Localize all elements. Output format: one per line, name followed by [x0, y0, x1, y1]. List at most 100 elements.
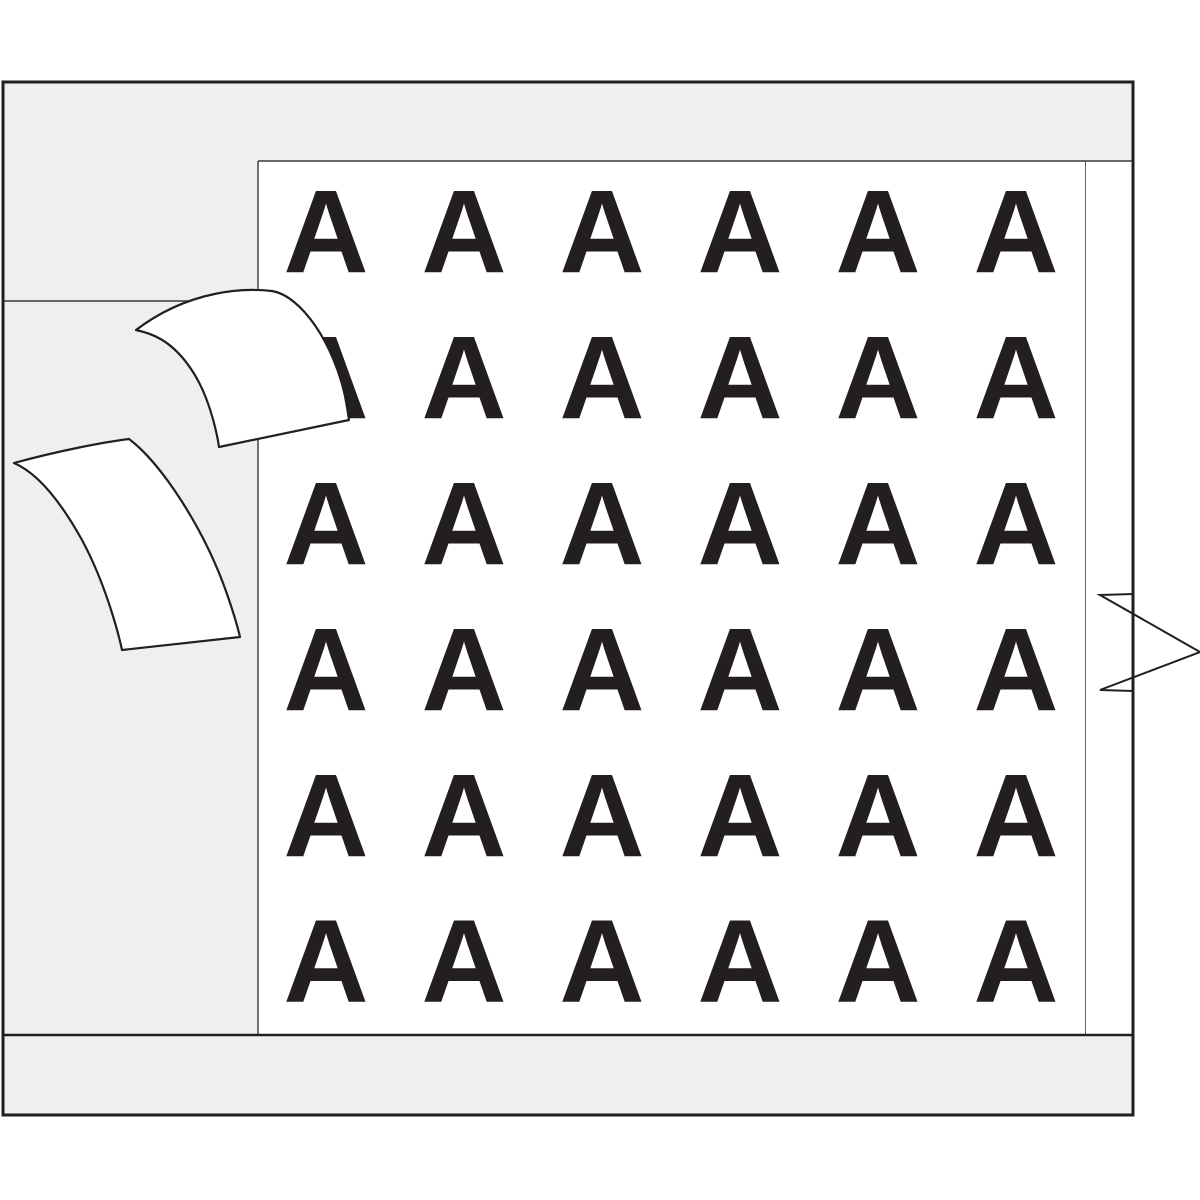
- label-face: [533, 306, 671, 452]
- label-face: [947, 306, 1085, 452]
- label-face: [533, 598, 671, 744]
- label-cell[interactable]: A: [671, 306, 809, 452]
- label-letter: A: [697, 750, 782, 882]
- label-face: [671, 744, 809, 890]
- label-cell[interactable]: A: [809, 452, 947, 598]
- label-letter: A: [973, 166, 1058, 298]
- peeled-label-2[interactable]: [12, 437, 242, 652]
- label-cell[interactable]: A: [257, 452, 395, 598]
- backing-step-mask: [4, 83, 1132, 1034]
- label-face: [257, 160, 395, 306]
- label-face: [395, 160, 533, 306]
- label-face: [809, 452, 947, 598]
- label-face: [947, 160, 1085, 306]
- label-cell[interactable]: A: [257, 598, 395, 744]
- label-cell[interactable]: A: [533, 452, 671, 598]
- label-cell[interactable]: A: [671, 452, 809, 598]
- label-cell[interactable]: A: [947, 306, 1085, 452]
- label-cell[interactable]: A: [809, 598, 947, 744]
- label-cell[interactable]: A: [809, 306, 947, 452]
- label-cell[interactable]: A: [947, 452, 1085, 598]
- label-face: [395, 744, 533, 890]
- label-letter: A: [835, 312, 920, 444]
- label-cell[interactable]: A: [533, 744, 671, 890]
- label-face: [395, 452, 533, 598]
- label-letter: A: [421, 458, 506, 590]
- label-cell[interactable]: A: [671, 744, 809, 890]
- label-face: [395, 890, 533, 1035]
- label-cell[interactable]: A: [533, 306, 671, 452]
- peeled-labels: [12, 288, 351, 652]
- label-face: [947, 744, 1085, 890]
- label-letter: A: [697, 166, 782, 298]
- label-letter: A: [283, 458, 368, 590]
- label-cell[interactable]: A: [809, 890, 947, 1035]
- label-cell[interactable]: A: [257, 160, 395, 306]
- label-face: [533, 452, 671, 598]
- label-letter: A: [283, 895, 368, 1027]
- label-letter: A: [421, 166, 506, 298]
- label-face: [809, 598, 947, 744]
- label-letter: A: [973, 312, 1058, 444]
- label-letter: A: [697, 312, 782, 444]
- label-letter: A: [421, 750, 506, 882]
- label-cell[interactable]: A: [395, 598, 533, 744]
- label-letter: A: [697, 604, 782, 736]
- label-cell[interactable]: A: [671, 160, 809, 306]
- label-cell[interactable]: A: [809, 744, 947, 890]
- label-face: [257, 598, 395, 744]
- label-letter: A: [559, 312, 644, 444]
- label-face: [395, 598, 533, 744]
- label-letter: A: [559, 166, 644, 298]
- label-cell[interactable]: A: [533, 598, 671, 744]
- label-face: [533, 744, 671, 890]
- label-cell[interactable]: A: [947, 598, 1085, 744]
- label-letter: A: [559, 604, 644, 736]
- label-face: [533, 160, 671, 306]
- label-cell[interactable]: A: [395, 452, 533, 598]
- label-face: [947, 452, 1085, 598]
- label-letter: A: [697, 895, 782, 1027]
- label-cell[interactable]: A: [395, 160, 533, 306]
- label-letter: A: [835, 166, 920, 298]
- label-face: [671, 890, 809, 1035]
- label-cell[interactable]: A: [533, 890, 671, 1035]
- label-letter: A: [835, 458, 920, 590]
- label-face: [947, 890, 1085, 1035]
- label-letter: A: [283, 750, 368, 882]
- label-cell[interactable]: A: [947, 160, 1085, 306]
- label-face: [533, 890, 671, 1035]
- label-letter: A: [559, 458, 644, 590]
- label-letter: A: [835, 750, 920, 882]
- label-cell[interactable]: A: [395, 890, 533, 1035]
- label-cell[interactable]: A: [809, 160, 947, 306]
- label-cell[interactable]: A: [257, 744, 395, 890]
- label-letter: A: [421, 604, 506, 736]
- label-face: [671, 598, 809, 744]
- label-letter: A: [973, 458, 1058, 590]
- label-cell[interactable]: A: [533, 160, 671, 306]
- label-face: [257, 890, 395, 1035]
- label-face: [671, 452, 809, 598]
- label-cell[interactable]: A: [947, 744, 1085, 890]
- label-letter: A: [559, 895, 644, 1027]
- label-face: [257, 744, 395, 890]
- label-cell[interactable]: A: [395, 744, 533, 890]
- label-letter: A: [973, 750, 1058, 882]
- label-face: [809, 306, 947, 452]
- label-cell[interactable]: A: [947, 890, 1085, 1035]
- label-cell[interactable]: A: [671, 890, 809, 1035]
- label-face: [671, 160, 809, 306]
- label-cell[interactable]: A: [671, 598, 809, 744]
- label-cell[interactable]: A: [257, 890, 395, 1035]
- label-letter: A: [835, 895, 920, 1027]
- backing-bottom-strip: [4, 1036, 1132, 1114]
- outer-frame: [1, 80, 1135, 1117]
- label-face: [809, 744, 947, 890]
- label-letter: A: [283, 604, 368, 736]
- label-face: [395, 306, 533, 452]
- label-cell[interactable]: A: [395, 306, 533, 452]
- label-face: [947, 598, 1085, 744]
- peeled-label-1[interactable]: [134, 288, 351, 449]
